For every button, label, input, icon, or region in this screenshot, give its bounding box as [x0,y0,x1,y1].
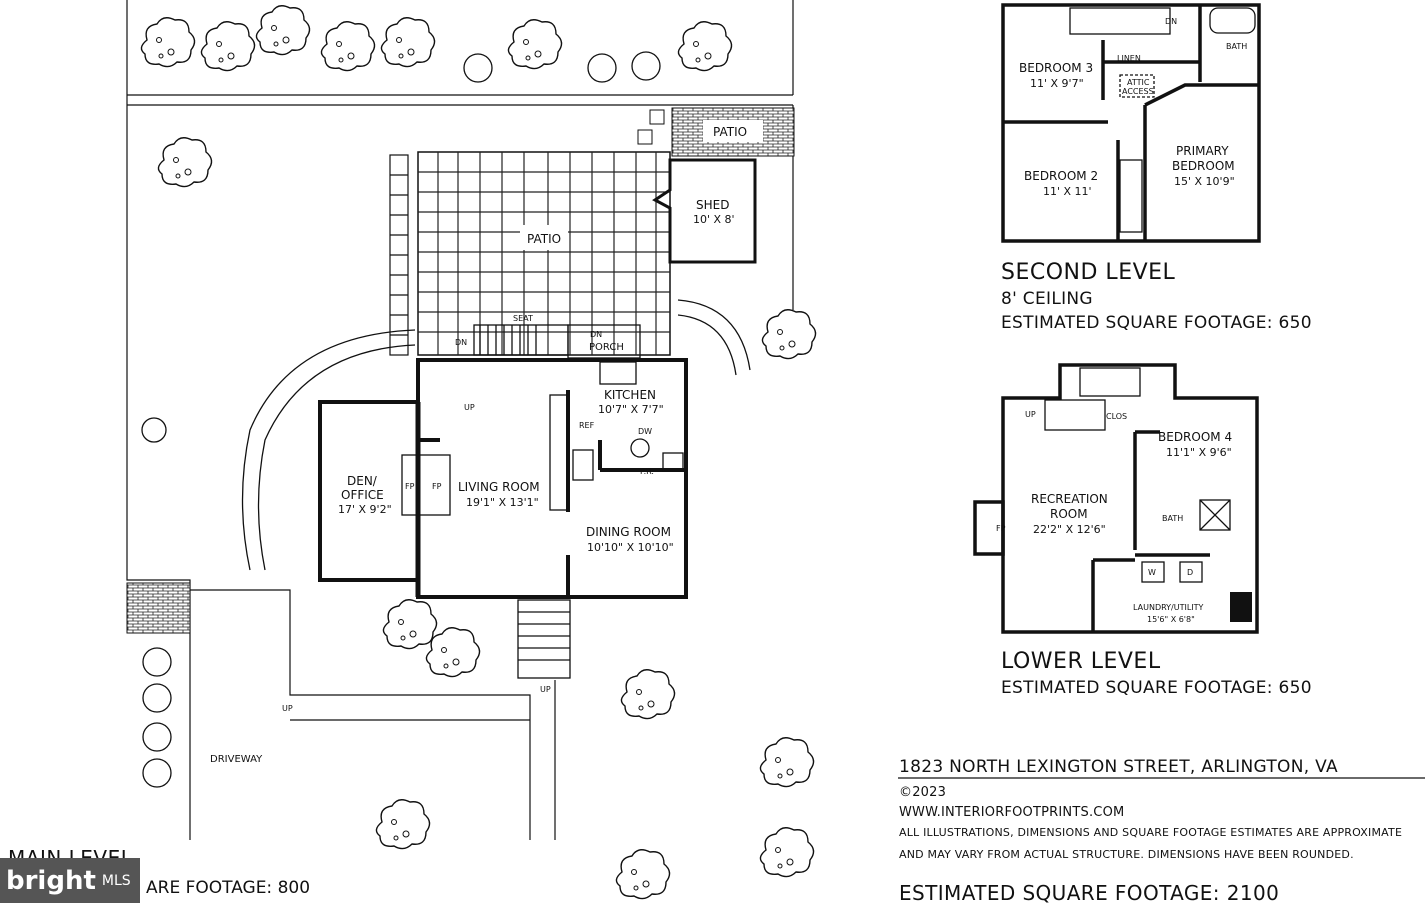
linen-label: LINEN [1117,54,1141,63]
up-label-2: UP [464,403,475,412]
attic-access-label: ACCESS [1122,87,1154,96]
second-level-walls [1001,3,1261,243]
second-dn-label: DN [1165,17,1177,26]
kitchen-dimensions: 10'7" X 7'7" [598,403,664,416]
dining-room-label: DINING ROOM [586,525,671,539]
bedroom-3-dimensions: 11' X 9'7" [1030,77,1084,90]
small-patio-label: PATIO [713,125,747,139]
bedroom-4-dimensions: 11'1" X 9'6" [1166,446,1232,459]
website-text: WWW.INTERIORFOOTPRINTS.COM [899,805,1125,820]
disclaimer-line-1: ALL ILLUSTRATIONS, DIMENSIONS AND SQUARE… [899,826,1403,839]
property-address: 1823 NORTH LEXINGTON STREET, ARLINGTON, … [899,757,1338,777]
seat-label: SEAT [513,314,533,323]
main-level-sqft: ARE FOOTAGE: 800 [146,878,311,898]
up-label-3: UP [282,704,293,713]
total-square-footage: ESTIMATED SQUARE FOOTAGE: 2100 [899,881,1280,905]
lower-up-label: UP [1025,410,1036,419]
second-bath-label: BATH [1226,42,1247,51]
shed-label: SHED [696,198,729,212]
office-label: OFFICE [341,488,384,502]
tree-icons [140,5,817,900]
property-lines [126,0,794,840]
fireplace-label-2: FP [432,482,442,491]
den-label: DEN/ [347,474,378,488]
shed [652,158,757,264]
lower-level-title: LOWER LEVEL [1001,649,1161,674]
driveway-label: DRIVEWAY [210,754,263,765]
dn-label: DN [455,338,467,347]
patio-area: PATIO PATIO [389,107,795,356]
shed-dimensions: 10' X 8' [693,213,735,226]
primary-label: PRIMARY [1176,144,1229,158]
recreation-label: RECREATION [1031,492,1108,506]
second-level-ceiling: 8' CEILING [1001,289,1093,309]
laundry-dimensions: 15'6" X 6'8" [1147,615,1195,624]
bedroom-2-label: BEDROOM 2 [1024,169,1098,183]
washer-label: W [1148,568,1156,577]
lower-bath-label: BATH [1162,514,1183,523]
dryer-label: D [1187,568,1193,577]
dining-room-dimensions: 10'10" X 10'10" [587,541,674,554]
living-room-label: LIVING ROOM [458,480,540,494]
bright-mls-watermark: bright MLS [0,858,140,903]
dn-label-2: DN [590,330,602,339]
bedroom-4-label: BEDROOM 4 [1158,430,1232,444]
bedroom-2-dimensions: 11' X 11' [1043,185,1092,198]
closet-label: CLOS [1106,412,1127,421]
bedroom-3-label: BEDROOM 3 [1019,61,1093,75]
recreation-dimensions: 22'2" X 12'6" [1033,523,1106,536]
watermark-brand: bright [6,865,96,896]
porch-label: PORCH [589,342,624,353]
copyright-text: ©2023 [899,785,947,800]
fireplace-label: FP [405,482,415,491]
recreation-room-label: ROOM [1050,507,1088,521]
lower-level-walls [1001,363,1259,634]
stone-path [241,299,751,571]
brick-walkway [126,582,191,634]
second-level-sqft: ESTIMATED SQUARE FOOTAGE: 650 [1001,313,1312,333]
second-level-title: SECOND LEVEL [1001,260,1176,285]
ref-label: REF [579,421,595,430]
attic-label: ATTIC [1127,78,1150,87]
laundry-label: LAUNDRY/UTILITY [1133,603,1204,612]
pr-label: P.R. [640,467,654,476]
primary-dimensions: 15' X 10'9" [1174,175,1235,188]
patio-label: PATIO [527,232,561,246]
up-label: UP [540,685,551,694]
kitchen-label: KITCHEN [604,388,656,402]
disclaimer-line-2: AND MAY VARY FROM ACTUAL STRUCTURE. DIME… [899,848,1354,861]
primary-bedroom-label: BEDROOM [1172,159,1235,173]
living-room-dimensions: 19'1" X 13'1" [466,496,539,509]
dw-label: DW [638,427,652,436]
lower-fireplace-label: FP [996,524,1006,533]
den-dimensions: 17' X 9'2" [338,503,392,516]
watermark-suffix: MLS [101,872,131,889]
lower-level-sqft: ESTIMATED SQUARE FOOTAGE: 650 [1001,678,1312,698]
